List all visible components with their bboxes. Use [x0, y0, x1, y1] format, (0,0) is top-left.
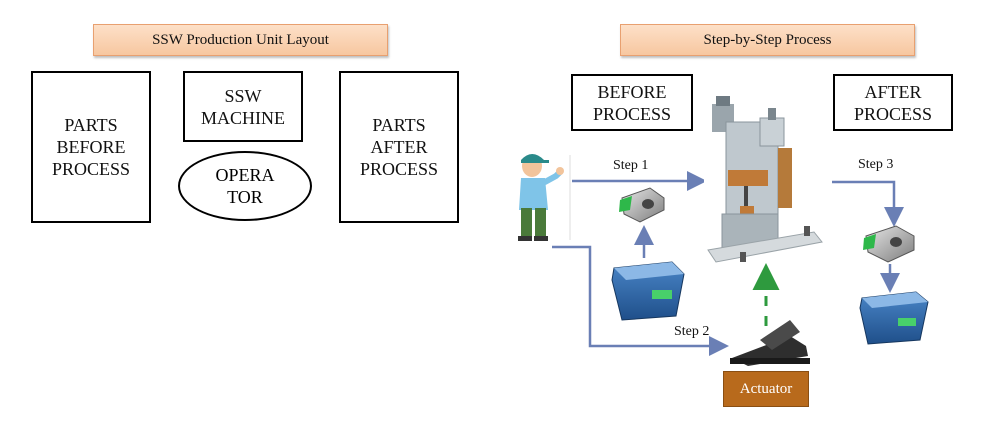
foot-pedal-actuator-icon [730, 320, 810, 366]
part-before-icon [619, 187, 665, 223]
step-3-label: Step 3 [858, 157, 894, 172]
part-after-icon [863, 225, 915, 263]
step-2-label: Step 2 [674, 324, 710, 339]
operator-figure-icon [518, 154, 564, 241]
storage-bin-after-icon [859, 291, 929, 345]
storage-bin-before-icon [611, 261, 685, 321]
actuator-label: Actuator [723, 371, 809, 407]
ssw-machine-box: SSW MACHINE [183, 71, 303, 142]
process-title-banner: Step-by-Step Process [620, 24, 915, 56]
spot-welding-machine-icon [704, 96, 823, 264]
parts-before-process-box: PARTS BEFORE PROCESS [31, 71, 151, 223]
operator-ellipse: OPERA TOR [178, 151, 312, 221]
after-process-box: AFTER PROCESS [833, 74, 953, 131]
layout-title-banner: SSW Production Unit Layout [93, 24, 388, 56]
parts-after-process-box: PARTS AFTER PROCESS [339, 71, 459, 223]
step-1-label: Step 1 [613, 158, 649, 173]
before-process-box: BEFORE PROCESS [571, 74, 693, 131]
